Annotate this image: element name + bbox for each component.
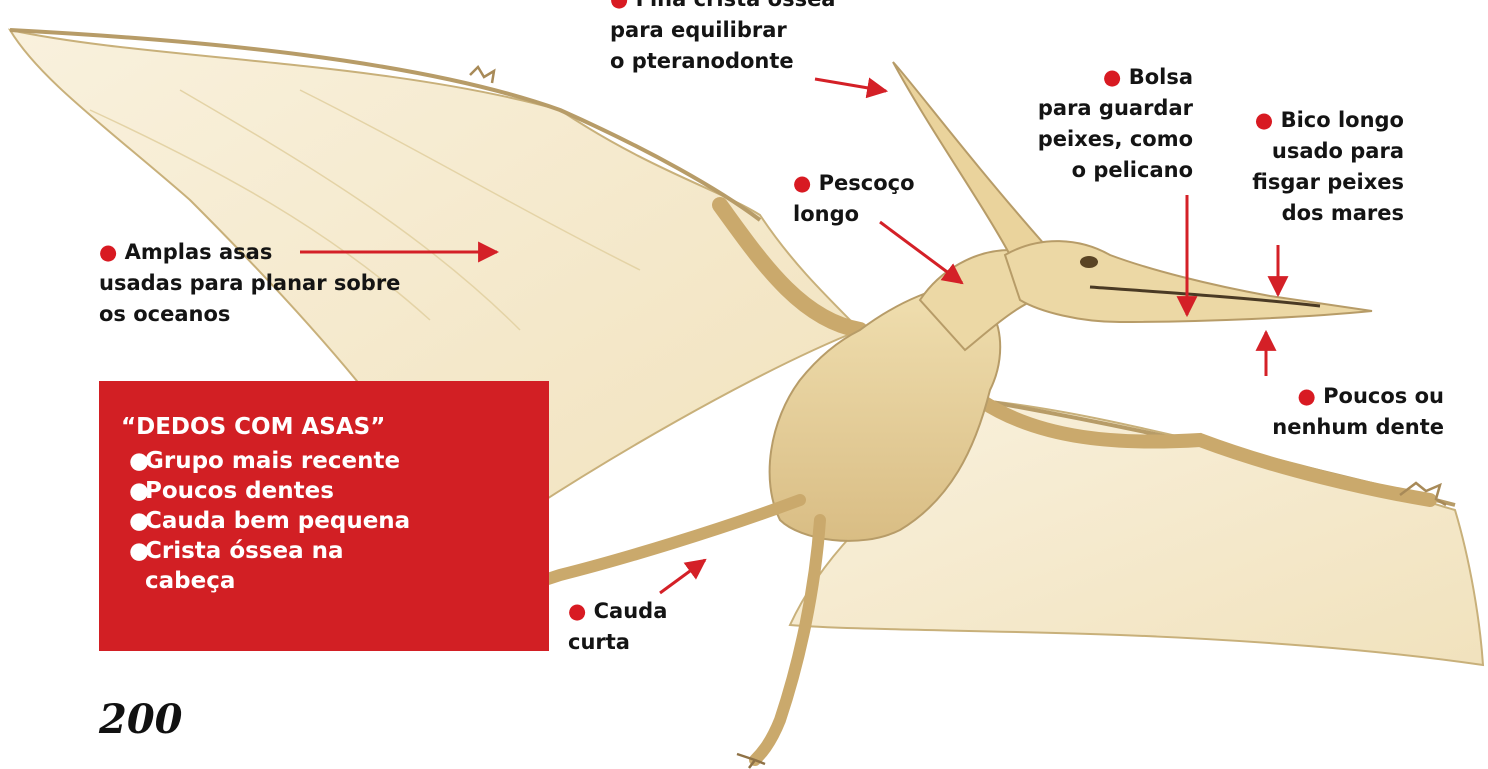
bullet-icon: ● xyxy=(129,536,145,566)
info-box: “DEDOS COM ASAS” ●Grupo mais recente ●Po… xyxy=(99,381,549,651)
bullet-icon: ● xyxy=(1298,384,1316,408)
label-neck: ● Pescoço longo xyxy=(793,168,915,230)
label-beak-line-4: dos mares xyxy=(1218,198,1404,229)
info-box-item: ●Grupo mais recente xyxy=(129,446,549,476)
label-pouch-line-1: ● Bolsa xyxy=(990,62,1193,93)
info-box-list: ●Grupo mais recente ●Poucos dentes ●Caud… xyxy=(121,446,549,596)
label-beak-line-3: fisgar peixes xyxy=(1218,167,1404,198)
arrow-tail xyxy=(660,560,705,593)
bullet-icon: ● xyxy=(610,0,628,11)
label-beak: ● Bico longo usado para fisgar peixes do… xyxy=(1218,105,1404,229)
label-wings-line-1: ● Amplas asas xyxy=(99,237,400,268)
label-crest: ● Fina crista óssea para equilibrar o pt… xyxy=(610,0,835,77)
label-pouch-line-2: para guardar xyxy=(990,93,1193,124)
bullet-icon: ● xyxy=(129,446,145,476)
label-tail: ● Cauda curta xyxy=(568,596,667,658)
label-wings-line-3: os oceanos xyxy=(99,299,400,330)
page-number: 200 xyxy=(99,695,183,745)
label-pouch: ● Bolsa para guardar peixes, como o peli… xyxy=(990,62,1193,186)
bullet-icon: ● xyxy=(1255,108,1273,132)
bullet-icon: ● xyxy=(129,506,145,536)
right-leg xyxy=(755,520,820,760)
arrow-crest xyxy=(815,79,886,91)
label-crest-line-1: ● Fina crista óssea xyxy=(610,0,835,15)
label-wings-line-2: usadas para planar sobre xyxy=(99,268,400,299)
bullet-icon: ● xyxy=(1103,65,1121,89)
info-box-item: ●Cauda bem pequena xyxy=(129,506,549,536)
label-beak-line-2: usado para xyxy=(1218,136,1404,167)
bullet-icon: ● xyxy=(568,599,586,623)
eye xyxy=(1080,256,1098,268)
info-box-item-continuation: cabeça xyxy=(129,566,549,596)
info-box-title: “DEDOS COM ASAS” xyxy=(121,411,549,443)
label-crest-line-3: o pteranodonte xyxy=(610,46,835,77)
left-wing-finger xyxy=(470,67,494,83)
bullet-icon: ● xyxy=(129,476,145,506)
info-box-item: ●Poucos dentes xyxy=(129,476,549,506)
label-pouch-line-4: o pelicano xyxy=(990,155,1193,186)
bullet-icon: ● xyxy=(793,171,811,195)
label-tail-line-2: curta xyxy=(568,627,667,658)
label-neck-line-1: ● Pescoço xyxy=(793,168,915,199)
label-beak-line-1: ● Bico longo xyxy=(1218,105,1404,136)
arrow-neck xyxy=(880,222,962,283)
label-teeth-line-2: nenhum dente xyxy=(1230,412,1444,443)
bullet-icon: ● xyxy=(99,240,117,264)
label-crest-line-2: para equilibrar xyxy=(610,15,835,46)
label-neck-line-2: longo xyxy=(793,199,915,230)
label-teeth-line-1: ● Poucos ou xyxy=(1230,381,1444,412)
label-wings: ● Amplas asas usadas para planar sobre o… xyxy=(99,237,400,330)
label-pouch-line-3: peixes, como xyxy=(990,124,1193,155)
label-tail-line-1: ● Cauda xyxy=(568,596,667,627)
label-teeth: ● Poucos ou nenhum dente xyxy=(1230,381,1444,443)
